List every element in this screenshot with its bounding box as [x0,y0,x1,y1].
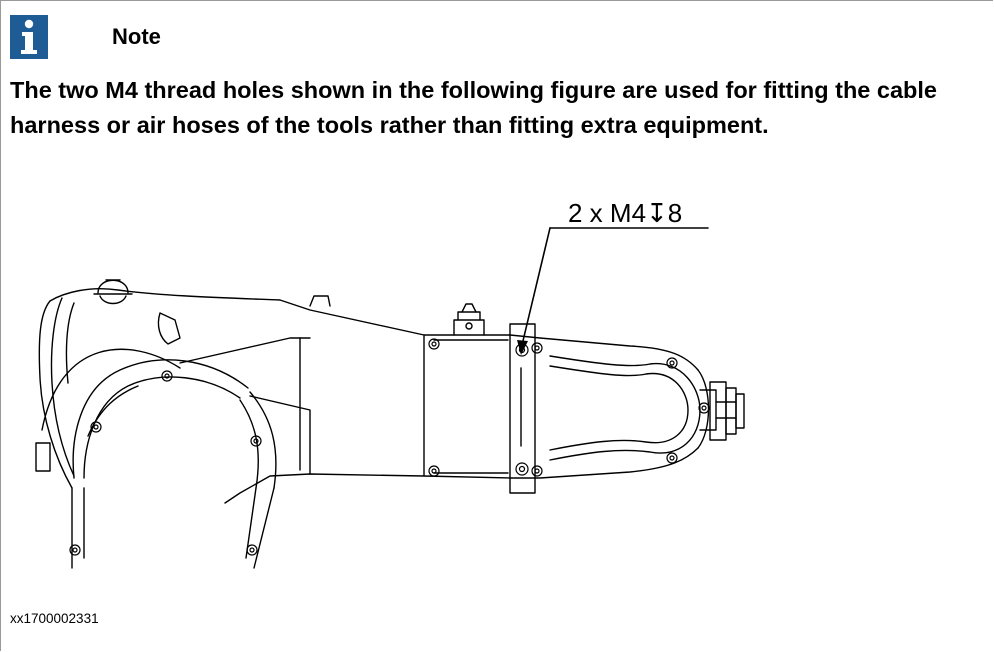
robot-arm-figure: 2 x M4↧8 [10,188,790,593]
callout-label: 2 x M4↧8 [568,198,682,228]
note-body-text: The two M4 thread holes shown in the fol… [10,77,937,138]
info-icon [10,15,48,59]
figure-id-caption: xx1700002331 [10,611,99,626]
note-title: Note [112,24,161,49]
